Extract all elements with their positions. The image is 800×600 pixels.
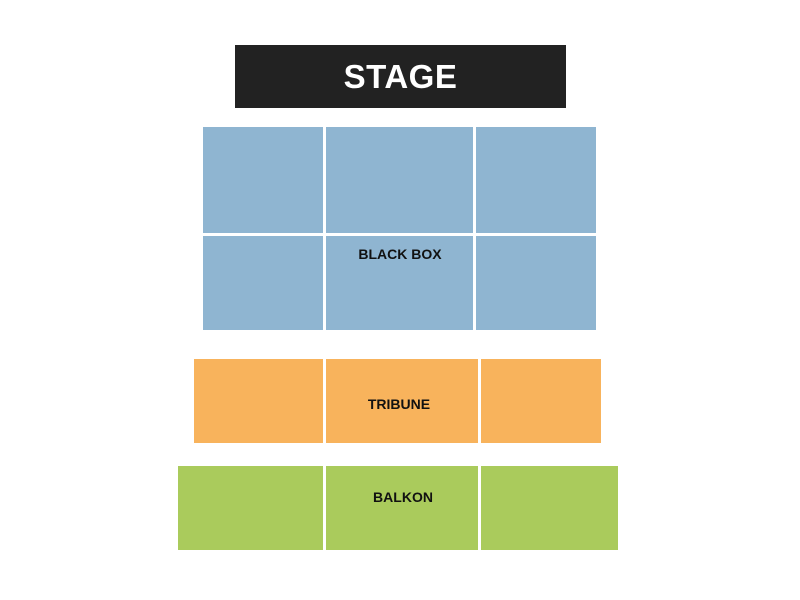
black-box-block-front-center[interactable]: [326, 127, 473, 233]
balkon-block-center[interactable]: [326, 466, 478, 550]
tribune-block-right[interactable]: [481, 359, 601, 443]
black-box-block-rear-center[interactable]: [326, 236, 473, 330]
balkon-block-right[interactable]: [481, 466, 618, 550]
tribune-block-left[interactable]: [194, 359, 323, 443]
black-box-block-front-left[interactable]: [203, 127, 323, 233]
black-box-block-rear-left[interactable]: [203, 236, 323, 330]
stage-label: STAGE: [343, 57, 458, 95]
tribune-block-center[interactable]: [326, 359, 478, 443]
tribune-label: TRIBUNE: [367, 396, 431, 412]
black-box-label: BLACK BOX: [358, 246, 442, 262]
stage-block: STAGE: [235, 45, 566, 108]
balkon-block-left[interactable]: [178, 466, 323, 550]
balkon-label: BALKON: [373, 489, 433, 505]
black-box-block-front-right[interactable]: [476, 127, 596, 233]
black-box-block-rear-right[interactable]: [476, 236, 596, 330]
